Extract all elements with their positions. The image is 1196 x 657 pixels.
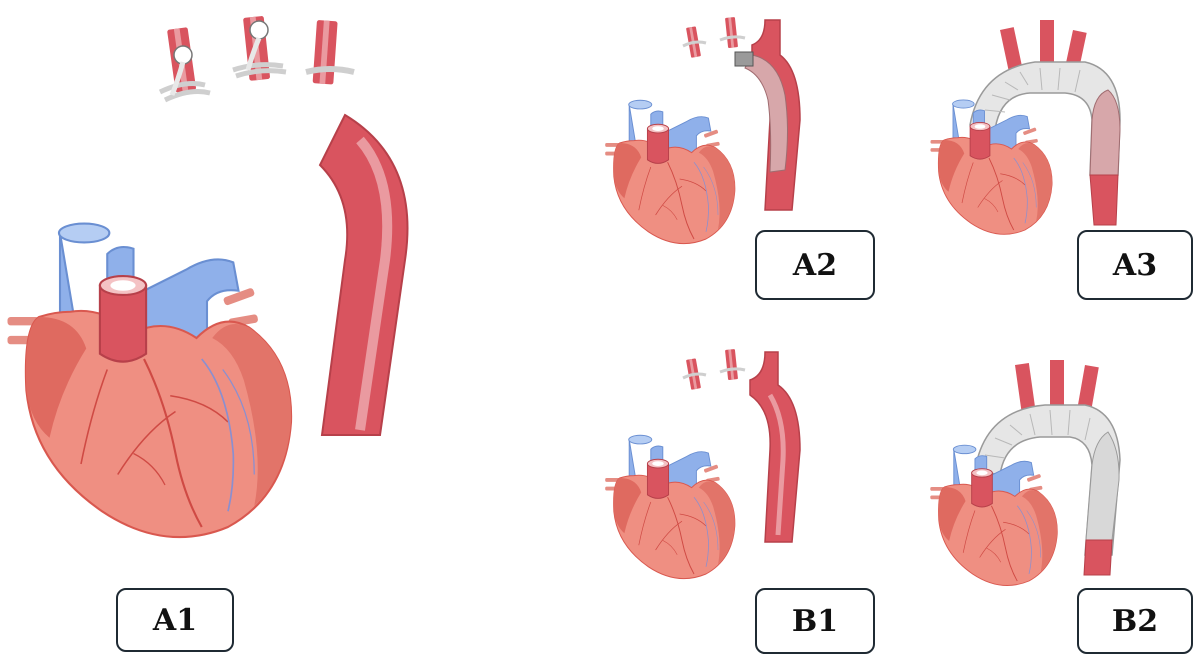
panel-a3-illustration: [931, 20, 1121, 234]
a1-clamp-loop-1: [174, 46, 192, 64]
a1-clamp-1: [160, 84, 210, 100]
b1-descending-aorta: [750, 352, 800, 542]
a3-descending-aorta: [1090, 175, 1118, 225]
a2-heart: [605, 100, 735, 243]
b2-descending-aorta: [1084, 540, 1112, 575]
label-b1: B1: [755, 588, 875, 654]
a1-heart: [8, 224, 292, 538]
panel-a2-illustration: [605, 17, 800, 244]
panel-b2-illustration: [930, 360, 1120, 586]
b1-heart: [605, 435, 735, 578]
a2-graft-cuff: [735, 52, 753, 66]
panel-b1-illustration: [605, 349, 800, 579]
label-a3: A3: [1077, 230, 1193, 300]
label-a2: A2: [755, 230, 875, 300]
panel-a1-illustration: [8, 16, 408, 537]
a1-vessel-stub-3: [313, 20, 338, 85]
a1-clamp-loop-2: [250, 21, 268, 39]
label-a1: A1: [116, 588, 234, 652]
a1-clamp-3: [306, 69, 354, 72]
label-b2: B2: [1077, 588, 1193, 654]
